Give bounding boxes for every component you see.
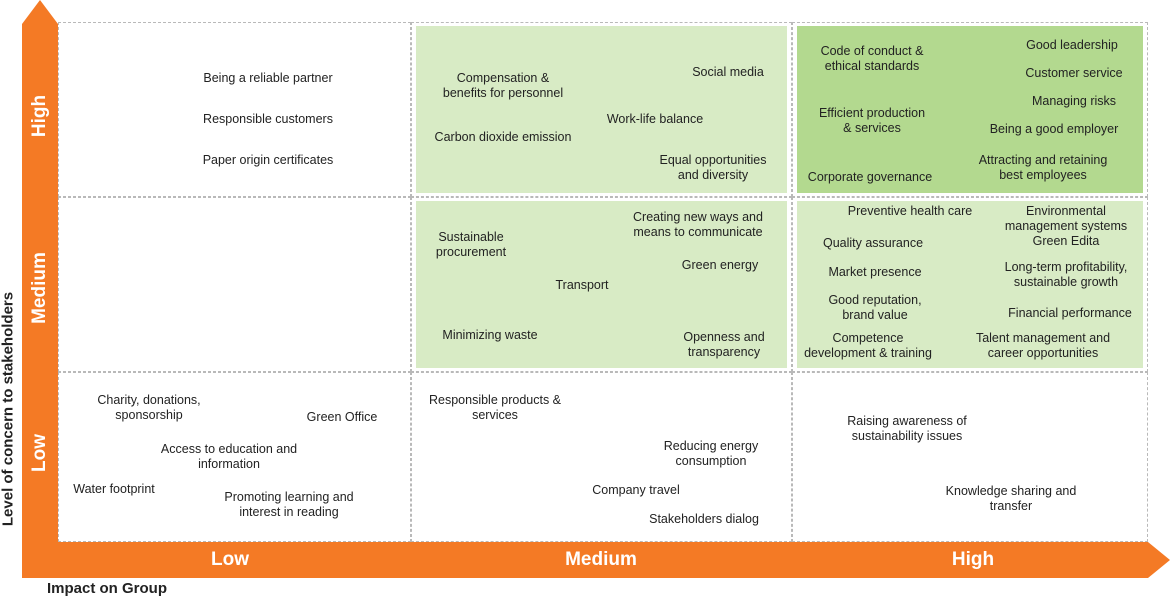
topic-label: Charity, donations, sponsorship	[97, 393, 201, 422]
x-level-medium: Medium	[565, 549, 637, 570]
cell-medium-medium	[411, 197, 792, 372]
topic-label: Being a good employer	[989, 122, 1119, 136]
topic-label: Equal opportunities and diversity	[659, 153, 767, 182]
x-level-low: Low	[211, 549, 249, 570]
topic-label: Responsible products & services	[428, 393, 562, 422]
x-axis-title: Impact on Group	[47, 580, 167, 597]
topic-label: Work-life balance	[606, 112, 704, 126]
topic-label: Being a reliable partner	[203, 71, 333, 85]
topic-label: Compensation & benefits for personnel	[442, 71, 564, 100]
fill-high-medium	[416, 26, 787, 193]
x-axis-arrow	[22, 542, 1170, 578]
topic-label: Transport	[555, 278, 609, 292]
topic-label: Access to education and information	[160, 442, 298, 471]
topic-label: Promoting learning and interest in readi…	[224, 490, 354, 519]
topic-label: Customer service	[1025, 66, 1123, 80]
topic-label: Corporate governance	[807, 170, 933, 184]
cell-low-low	[58, 372, 411, 542]
topic-label: Openness and transparency	[683, 330, 765, 359]
topic-label: Attracting and retaining best employees	[978, 153, 1108, 182]
topic-label: Sustainable procurement	[435, 230, 507, 259]
topic-label: Responsible customers	[203, 112, 333, 126]
topic-label: Preventive health care	[847, 204, 973, 218]
topic-label: Competence development & training	[804, 331, 932, 360]
topic-label: Stakeholders dialog	[649, 512, 759, 526]
topic-label: Talent management and career opportuniti…	[975, 331, 1111, 360]
topic-label: Green energy	[681, 258, 759, 272]
topic-label: Financial performance	[1008, 306, 1132, 320]
y-axis-title: Level of concern to stakeholders	[0, 291, 17, 527]
topic-label: Long-term profitability, sustainable gro…	[1004, 260, 1128, 289]
topic-label: Efficient production & services	[818, 106, 926, 135]
y-axis-arrow	[22, 0, 58, 578]
topic-label: Raising awareness of sustainability issu…	[847, 414, 967, 443]
topic-label: Managing risks	[1031, 94, 1117, 108]
fill-medium-medium	[416, 201, 787, 368]
topic-label: Reducing energy consumption	[663, 439, 759, 468]
cell-high-low	[58, 22, 411, 197]
topic-label: Environmental management systems Green E…	[1004, 204, 1128, 248]
topic-label: Minimizing waste	[442, 328, 538, 342]
y-level-medium: Medium	[29, 252, 50, 324]
topic-label: Quality assurance	[822, 236, 924, 250]
cell-high-medium	[411, 22, 792, 197]
cell-medium-low	[58, 197, 411, 372]
y-level-low: Low	[29, 434, 50, 472]
fill-high-high	[797, 26, 1143, 193]
cell-high-high	[792, 22, 1148, 197]
topic-label: Creating new ways and means to communica…	[633, 210, 763, 239]
topic-label: Water footprint	[73, 482, 155, 496]
topic-label: Good reputation, brand value	[828, 293, 922, 322]
x-level-high: High	[951, 549, 995, 570]
topic-label: Knowledge sharing and transfer	[945, 484, 1077, 513]
topic-label: Green Office	[306, 410, 378, 424]
topic-label: Paper origin certificates	[202, 153, 334, 167]
topic-label: Code of conduct & ethical standards	[820, 44, 924, 73]
topic-label: Company travel	[592, 483, 680, 497]
cell-medium-high	[792, 197, 1148, 372]
cell-low-medium	[411, 372, 792, 542]
fill-medium-high	[797, 201, 1143, 368]
topic-label: Market presence	[828, 265, 922, 279]
topic-label: Carbon dioxide emission	[434, 130, 572, 144]
topic-label: Social media	[692, 65, 764, 79]
topic-label: Good leadership	[1026, 38, 1118, 52]
cell-low-high	[792, 372, 1148, 542]
y-level-high: High	[29, 94, 50, 138]
